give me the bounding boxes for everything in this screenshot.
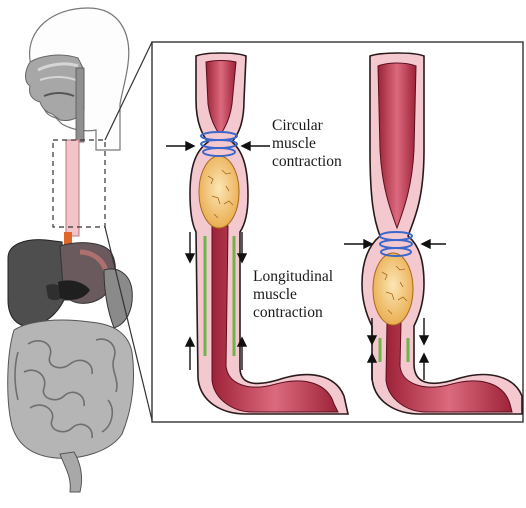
intestines bbox=[8, 320, 134, 458]
pharynx bbox=[76, 68, 84, 142]
spleen bbox=[104, 269, 132, 328]
esophagus-highlight bbox=[66, 140, 79, 236]
anatomy-overview bbox=[8, 8, 152, 492]
bolus bbox=[373, 253, 413, 325]
bolus bbox=[199, 156, 239, 228]
liver bbox=[8, 240, 64, 327]
rectum bbox=[60, 452, 82, 492]
circular-muscle-label: Circular muscle contraction bbox=[272, 117, 342, 171]
longitudinal-muscle-label: Longitudinal muscle contraction bbox=[253, 268, 333, 322]
